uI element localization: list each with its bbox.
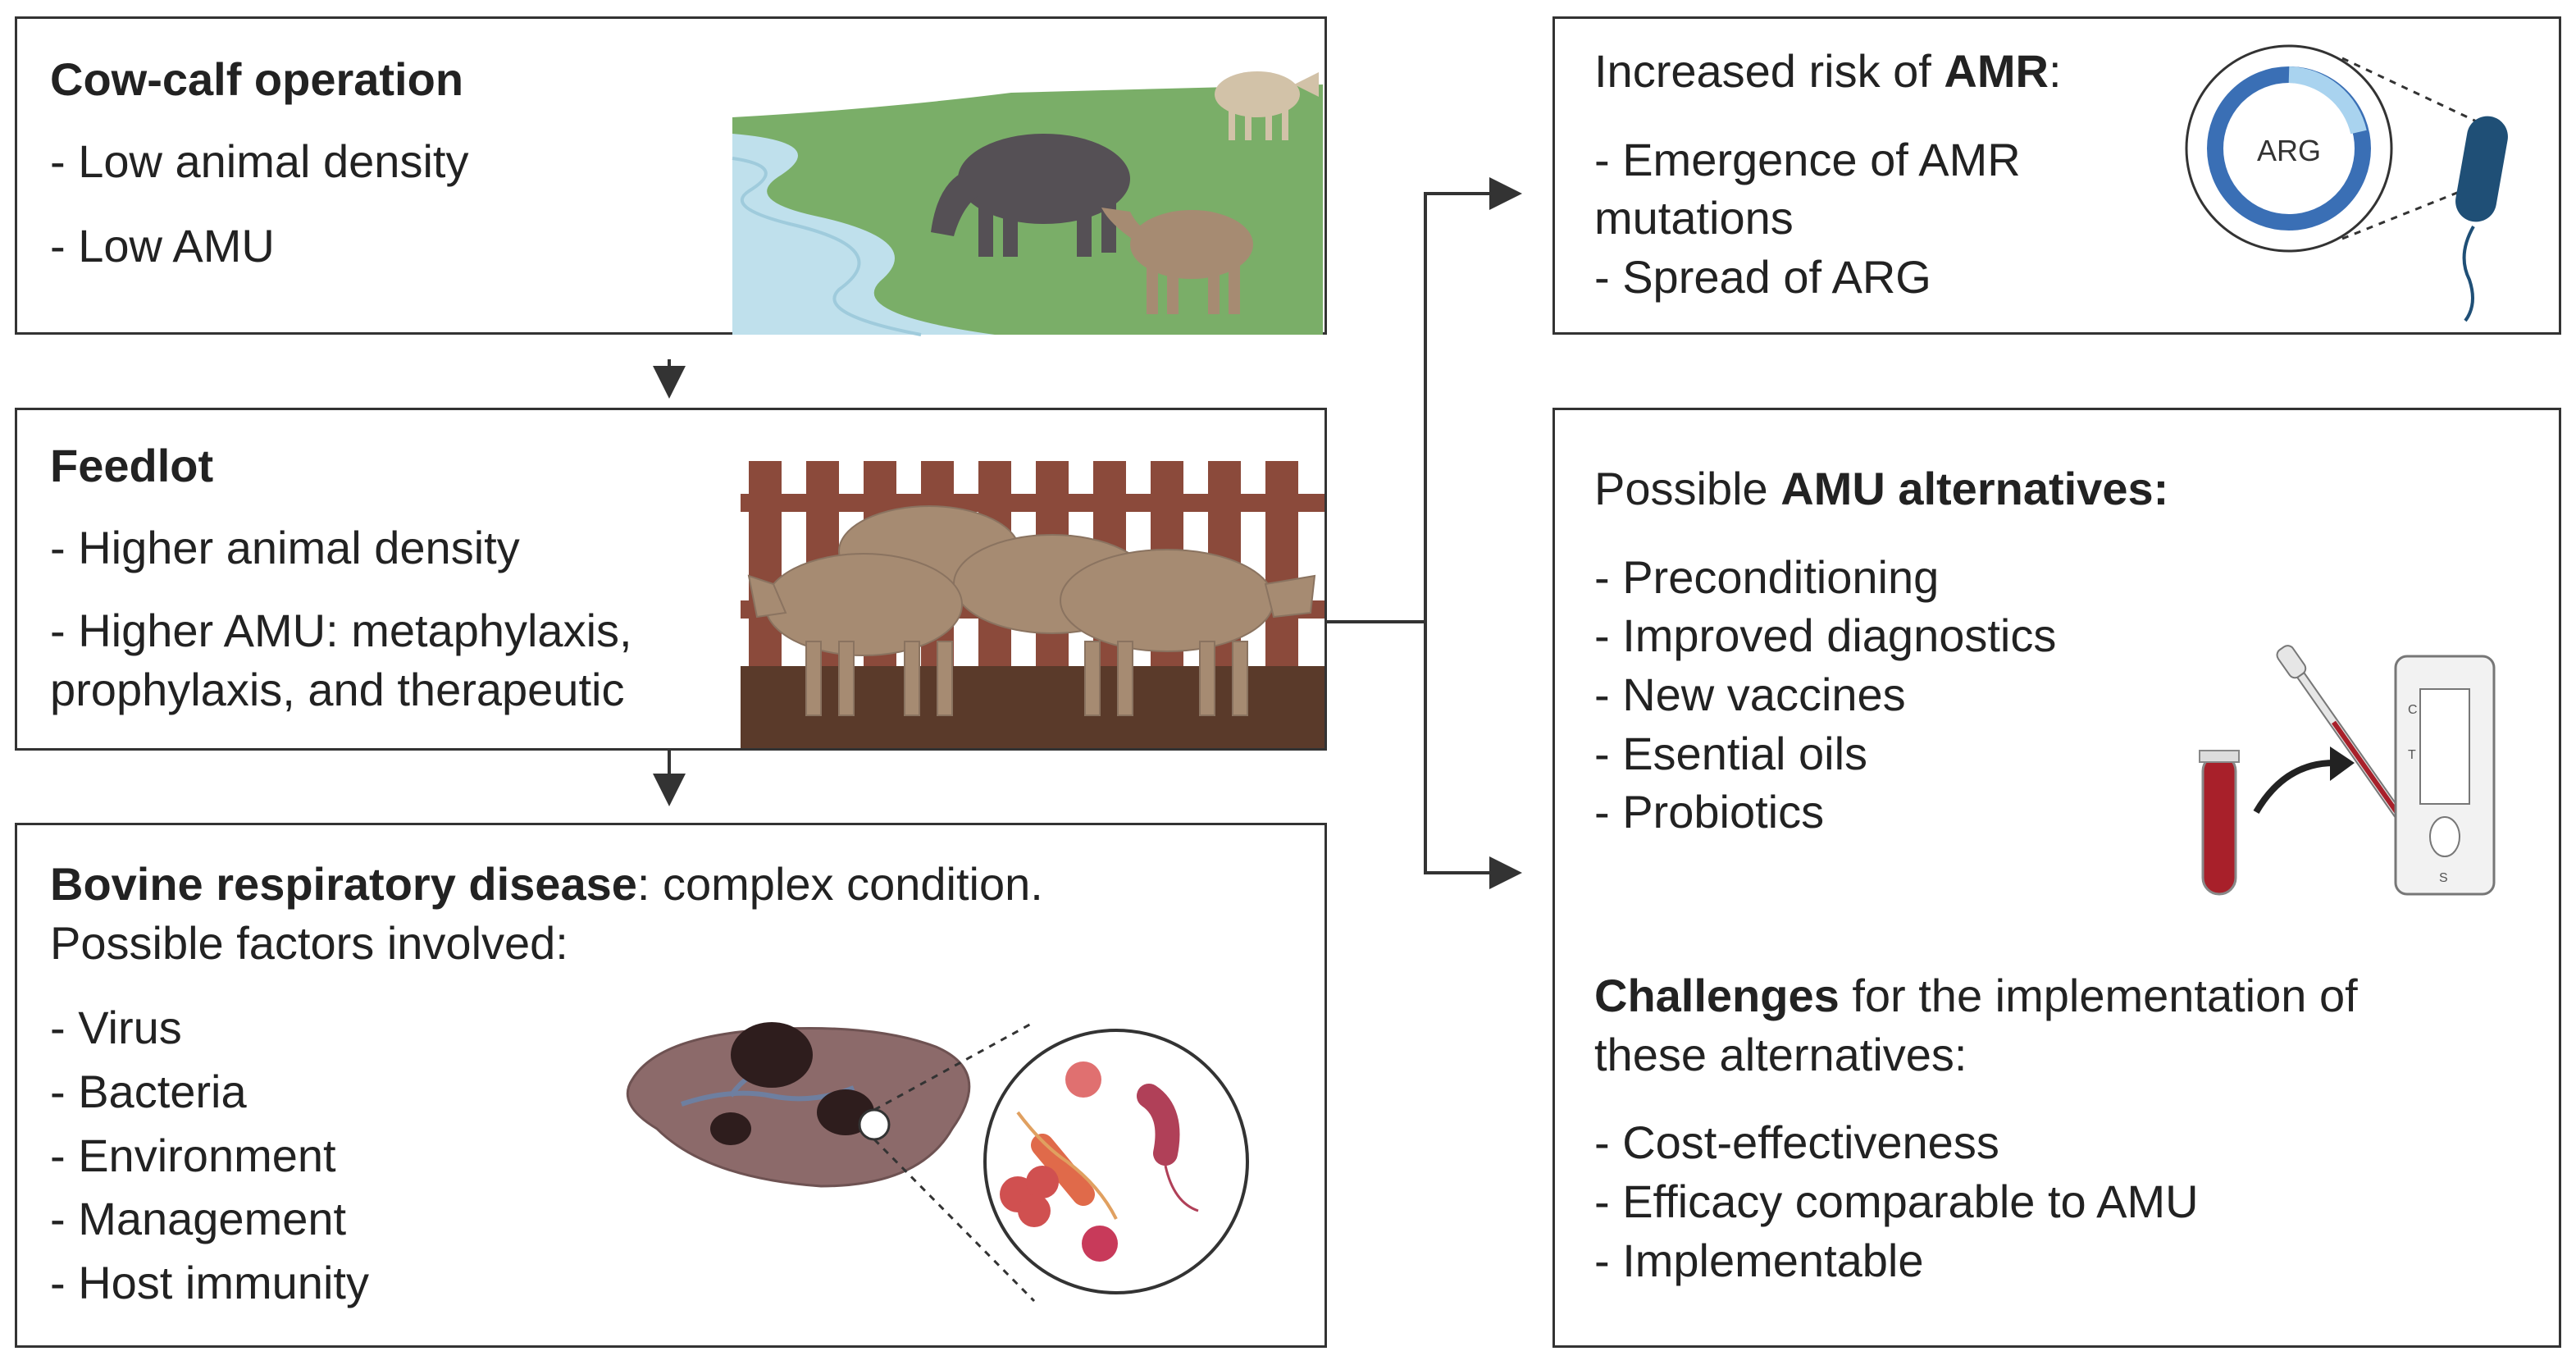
alternatives-heading: Possible AMU alternatives: — [1594, 459, 2358, 518]
list-item: - Low animal density — [50, 135, 469, 187]
brd-subtitle: Possible factors involved: — [50, 916, 568, 969]
curved-bacterium-icon — [1137, 1084, 1180, 1166]
calf-icon — [1101, 208, 1253, 314]
list-item: - Improved diagnostics — [1594, 609, 2057, 662]
list-item: prophylaxis, and therapeutic — [50, 664, 625, 716]
rapid-test-cassette-icon: C T S — [2394, 655, 2496, 896]
list-item: - Higher AMU: metaphylaxis, — [50, 605, 632, 657]
list-item: - Implementable — [1594, 1234, 1924, 1286]
cow-calf-text: Cow-calf operation - Low animal density … — [50, 50, 468, 276]
list-item: - Emergence of AMR — [1594, 133, 2021, 185]
amr-text: Increased risk of AMR: - Emergence of AM… — [1594, 42, 2062, 307]
challenges-line2: these alternatives: — [1594, 1028, 1967, 1080]
transfer-arrow-icon — [2253, 760, 2335, 815]
alternatives-box: Possible AMU alternatives: - Preconditio… — [1552, 408, 2561, 1348]
list-item: - Management — [50, 1193, 347, 1245]
amr-box: Increased risk of AMR: - Emergence of AM… — [1552, 16, 2561, 335]
pipette-icon — [2276, 645, 2414, 833]
distant-cow-icon — [1215, 71, 1319, 140]
magnifier-circle — [983, 1029, 1249, 1294]
list-item: - Low AMU — [50, 220, 275, 272]
feedlot-illustration — [741, 461, 1324, 748]
list-item: - Preconditioning — [1594, 550, 1940, 603]
blood-tube-icon — [2199, 750, 2240, 896]
challenges-bold: Challenges — [1594, 970, 1840, 1022]
brd-box: Bovine respiratory disease: complex cond… — [15, 823, 1327, 1348]
lung-pathogen-illustration — [626, 1020, 1249, 1303]
bacterium-icon — [2455, 116, 2508, 222]
amr-heading-suffix: : — [2048, 45, 2062, 97]
arg-label: ARG — [2257, 134, 2321, 167]
brd-heading: Bovine respiratory disease: complex cond… — [50, 855, 1043, 914]
alternatives-text: Possible AMU alternatives: - Preconditio… — [1594, 459, 2358, 1290]
cow-calf-title: Cow-calf operation — [50, 53, 464, 105]
list-item: - Probiotics — [1594, 786, 1825, 838]
soil-icon — [741, 666, 1324, 748]
list-item: - Cost-effectiveness — [1594, 1116, 1999, 1169]
cattle-group-icon — [747, 505, 1316, 716]
arrow-to-amr — [1424, 177, 1522, 622]
list-item: - Host immunity — [50, 1257, 369, 1309]
alternatives-heading-prefix: Possible — [1594, 463, 1781, 514]
feedlot-title: Feedlot — [50, 440, 214, 491]
virus-icon — [1065, 1061, 1101, 1098]
list-item: - New vaccines — [1594, 669, 1906, 721]
feedlot-text: Feedlot - Higher animal density - Higher… — [50, 436, 632, 719]
brd-title: Bovine respiratory disease — [50, 858, 637, 910]
cow-calf-box: Cow-calf operation - Low animal density … — [15, 16, 1327, 336]
feedlot-box: Feedlot - Higher animal density - Higher… — [15, 408, 1327, 751]
test-label-t: T — [2408, 748, 2416, 762]
brd-title-rest: : complex condition. — [636, 858, 1043, 910]
challenges-rest: for the implementation of — [1839, 970, 2358, 1022]
pasture-illustration — [732, 71, 1323, 336]
challenges-heading: Challenges for the implementation of — [1594, 966, 2358, 1025]
arrow-to-alternatives — [1424, 622, 1522, 889]
list-item: - Environment — [50, 1129, 336, 1181]
list-item: mutations — [1594, 192, 1794, 244]
alternatives-heading-bold: AMU alternatives: — [1780, 463, 2169, 514]
list-item: - Esential oils — [1594, 727, 1868, 779]
list-item: - Virus — [50, 1002, 182, 1054]
list-item: - Efficacy comparable to AMU — [1594, 1176, 2199, 1228]
arg-bacterium-illustration: ARG — [2185, 44, 2508, 322]
diagnostic-test-illustration: C T S — [2199, 645, 2496, 896]
amr-heading-prefix: Increased risk of — [1594, 45, 1945, 97]
list-item: - Spread of ARG — [1594, 251, 1931, 304]
bacillus-icon — [1031, 1134, 1095, 1206]
test-label-c: C — [2408, 703, 2418, 717]
amr-heading: Increased risk of AMR: — [1594, 42, 2062, 101]
amr-heading-bold: AMR — [1944, 45, 2049, 97]
brd-text: Bovine respiratory disease: complex cond… — [50, 855, 1043, 1312]
list-item: - Higher animal density — [50, 521, 520, 573]
list-item: - Bacteria — [50, 1066, 247, 1118]
test-label-s: S — [2439, 871, 2448, 885]
